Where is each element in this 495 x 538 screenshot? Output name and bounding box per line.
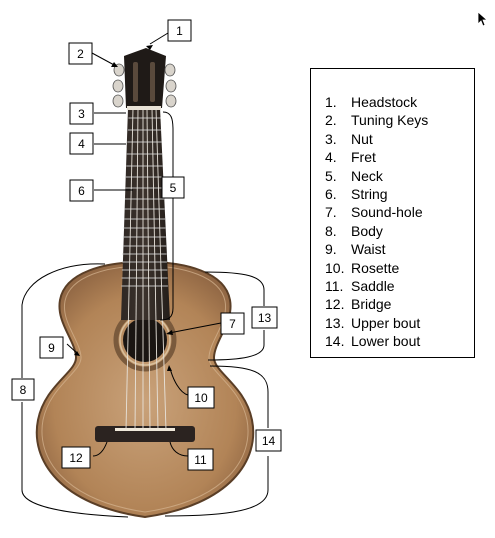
callout-11-number: 11 (194, 453, 207, 467)
callout-12-number: 12 (69, 451, 83, 465)
callout-12: 12 (61, 446, 91, 469)
legend-item-label: Fret (351, 149, 376, 166)
legend-item-number: 13. (325, 314, 345, 331)
legend-item-number: 5. (325, 167, 337, 184)
legend-item-label: Waist (351, 241, 386, 258)
legend-item: 5. Neck (325, 167, 428, 185)
legend-item-label: Tuning Keys (351, 112, 429, 129)
arrow-cursor-icon (477, 11, 487, 27)
legend-item: 7. Sound-hole (325, 203, 428, 221)
legend-item-number: 4. (325, 149, 337, 166)
leader-lines (21, 32, 269, 518)
legend-item-label: Sound-hole (351, 204, 423, 221)
callout-14-number: 14 (262, 434, 276, 448)
saddle (115, 428, 175, 431)
legend-item: 12. Bridge (325, 295, 428, 313)
legend-item: 1. Headstock (325, 93, 428, 111)
legend-item: 8. Body (325, 222, 428, 240)
callout-13-number: 13 (258, 311, 272, 325)
headstock (124, 48, 166, 108)
tuning-keys (112, 63, 177, 108)
legend-item-number: 9. (325, 241, 337, 258)
callout-3: 3 (69, 102, 94, 125)
callout-5-number: 5 (170, 181, 177, 195)
sound-hole (123, 318, 167, 362)
legend-list: 1. Headstock 2. Tuning Keys 3. Nut 4. Fret 5… (325, 93, 428, 351)
callout-9-number: 9 (48, 341, 55, 355)
callout-4-number: 4 (78, 137, 85, 151)
legend-item-label: Nut (351, 130, 373, 147)
callout-6: 6 (69, 179, 94, 202)
legend-item: 6. String (325, 185, 428, 203)
legend-item-label: Headstock (351, 94, 418, 110)
headstock-slot-right (150, 62, 155, 102)
legend-item-number: 11. (325, 278, 344, 295)
legend-box: 1. Headstock 2. Tuning Keys 3. Nut 4. Fret 5… (310, 68, 475, 358)
callout-8: 8 (11, 378, 35, 401)
nut (127, 106, 161, 110)
legend-item-label: Neck (351, 167, 383, 184)
callout-1: 1 (167, 19, 192, 42)
legend-item-label: String (351, 186, 388, 203)
legend-item-label: Saddle (351, 278, 395, 295)
callout-7-number: 7 (229, 317, 236, 331)
callout-8-number: 8 (20, 383, 27, 397)
legend-item-label: Body (351, 222, 383, 239)
legend-item-label: Rosette (351, 259, 400, 276)
callout-7: 7 (220, 312, 245, 335)
legend-item: 11. Saddle (325, 277, 428, 295)
legend-item-number: 2. (325, 112, 337, 129)
callout-5: 5 (161, 176, 185, 199)
legend-item-number: 8. (325, 222, 337, 239)
callout-10: 10 (187, 386, 215, 409)
callout-2-number: 2 (77, 47, 84, 61)
callout-10-number: 10 (194, 391, 208, 405)
strings (125, 107, 167, 431)
legend-item: 3. Nut (325, 130, 428, 148)
callout-6-number: 6 (78, 184, 85, 198)
legend-item-number: 1. (325, 94, 337, 110)
legend-item: 14. Lower bout (325, 332, 428, 350)
callout-3-number: 3 (78, 107, 85, 121)
legend-item-number: 14. (325, 333, 345, 350)
legend-item-label: Bridge (351, 296, 392, 313)
callout-4: 4 (69, 132, 94, 155)
legend-item-number: 6. (325, 186, 337, 203)
legend-item-number: 10. (325, 259, 345, 276)
callout-1-number: 1 (176, 24, 183, 38)
legend-item: 9. Waist (325, 240, 428, 258)
callout-11: 11 (187, 448, 214, 471)
legend-item-number: 12. (325, 296, 345, 313)
callout-14: 14 (255, 429, 282, 452)
callout-9: 9 (39, 336, 64, 359)
callout-13: 13 (251, 306, 278, 329)
legend-item: 13. Upper bout (325, 314, 428, 332)
guitar-neck (121, 108, 170, 320)
legend-item: 2. Tuning Keys (325, 111, 428, 129)
headstock-slot-left (133, 62, 138, 102)
legend-item-number: 3. (325, 130, 337, 147)
legend-item-label: Upper bout (351, 314, 421, 331)
legend-item: 4. Fret (325, 148, 428, 166)
legend-item-label: Lower bout (351, 333, 421, 350)
legend-item-number: 7. (325, 204, 337, 221)
legend-item: 10. Rosette (325, 259, 428, 277)
callout-2: 2 (68, 42, 93, 65)
